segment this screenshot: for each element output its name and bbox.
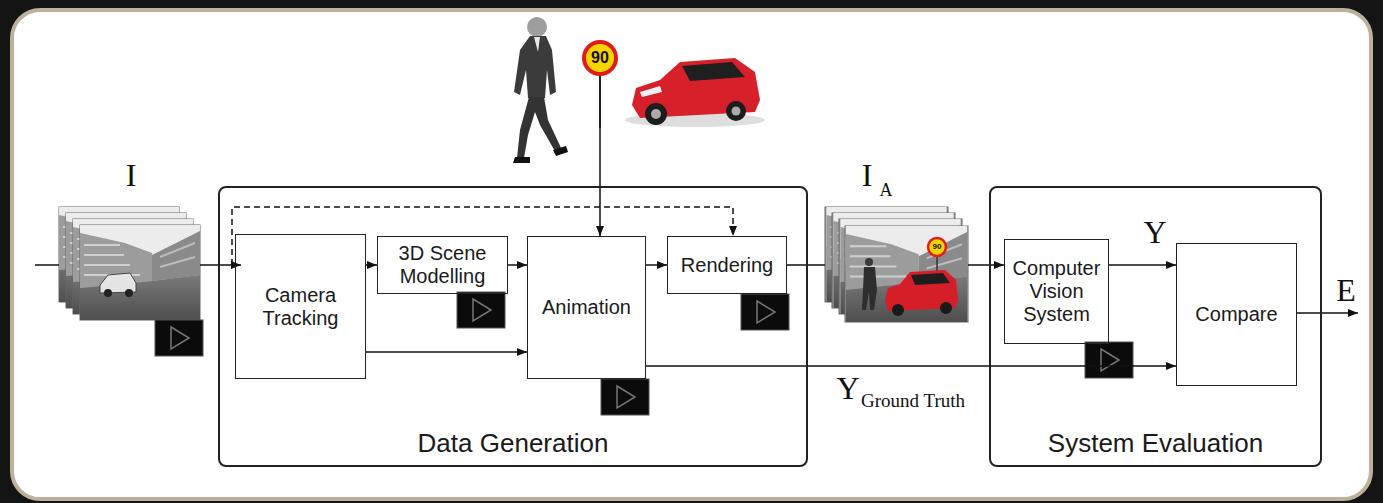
signal-name: Y (1141, 216, 1168, 248)
signal-lines (1297, 312, 1358, 314)
box-label: Animation (542, 296, 631, 319)
group-title: System Evaluation (991, 429, 1320, 459)
box-label: 3D Scene Modelling (378, 242, 507, 288)
connector-arrow (646, 365, 1176, 367)
car-figure (645, 103, 667, 125)
pedestrian-figure (534, 37, 540, 52)
augmented-frames (911, 273, 950, 285)
play-icons (617, 386, 635, 408)
signal-lines (599, 128, 601, 236)
process-box: Computer Vision System (1004, 239, 1109, 344)
pedestrian-figure (517, 97, 562, 158)
process-box: Compare (1176, 243, 1297, 386)
connector-arrow (1109, 264, 1176, 266)
play-icons (601, 379, 649, 415)
augmented-frames (865, 258, 873, 266)
augmented-frames (892, 304, 904, 316)
process-box: Camera Tracking (235, 234, 366, 379)
signal-lines (35, 264, 59, 266)
augmented-frames (825, 207, 968, 322)
connector-arrow (508, 264, 527, 266)
play-icons (741, 294, 789, 330)
sign-number: 90 (591, 50, 609, 66)
augmented-frames (845, 226, 968, 322)
augmented-frames (862, 267, 877, 310)
augmented-frames (928, 238, 946, 256)
pedestrian-figure (527, 17, 547, 37)
play-icons (155, 320, 203, 356)
connector-arrow (787, 264, 1004, 266)
input-frames (104, 289, 112, 297)
play-icons (1085, 342, 1133, 378)
group-title: Data Generation (220, 429, 806, 459)
frame (12, 10, 1371, 499)
speed-sign (584, 42, 616, 74)
signal-subscript: A (880, 181, 893, 199)
play-icons (741, 294, 789, 330)
connector-arrow (366, 264, 377, 266)
box-label: Camera Tracking (236, 284, 365, 330)
pedestrian-figure (513, 157, 530, 163)
play-icons (1101, 349, 1119, 371)
input-frames (80, 225, 200, 320)
car-figure (682, 62, 745, 81)
pedestrian-figure (553, 146, 568, 156)
play-icons (757, 301, 775, 323)
play-icons (457, 292, 505, 328)
process-box: 3D Scene Modelling (377, 236, 508, 294)
signal-lines (35, 128, 1358, 313)
play-icons (1085, 342, 1133, 378)
speed-sign (584, 42, 616, 128)
speed-sign (599, 76, 601, 128)
signal-subscript: Ground Truth (861, 391, 965, 410)
box-label: Rendering (681, 254, 773, 277)
pedestrian-figure (513, 17, 568, 163)
connector-arrow (366, 351, 527, 353)
sign-number: 90 (933, 243, 942, 251)
play-icons (155, 320, 203, 356)
group-band: Camera Tracking 3D Scene ModellingAnimati… (218, 186, 808, 467)
signal-name: I (126, 159, 137, 191)
process-box: Rendering (667, 236, 787, 294)
box-label: Computer Vision System (1005, 257, 1108, 326)
play-icons (601, 379, 649, 415)
signal-name: I (862, 159, 873, 191)
input-frames (80, 225, 200, 320)
input-frames (59, 207, 200, 320)
augmented-frames (940, 302, 952, 314)
car-figure (651, 109, 661, 119)
box-label: Compare (1195, 303, 1277, 326)
play-icons (171, 327, 189, 349)
process-box: Animation (527, 236, 646, 379)
connector-arrow (646, 264, 667, 266)
car-figure (732, 107, 741, 116)
play-icons (473, 299, 491, 321)
input-frames (125, 289, 133, 297)
augmented-frames (846, 226, 967, 322)
signal-name: Y (836, 372, 859, 404)
car-figure (640, 86, 662, 97)
car-figure (726, 101, 746, 121)
signal-name: E (1336, 274, 1356, 306)
car-figure (625, 58, 765, 127)
pedestrian-figure (514, 36, 556, 98)
play-icons (457, 292, 505, 328)
